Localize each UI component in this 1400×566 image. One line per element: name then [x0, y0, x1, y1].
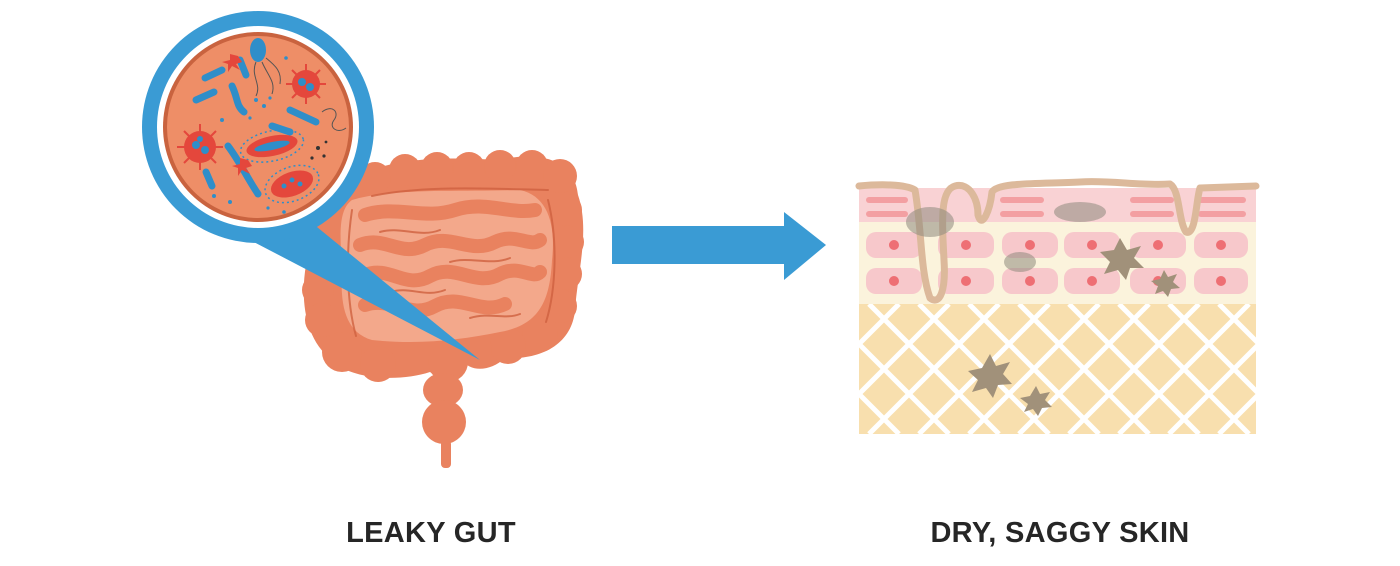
- microbes: [177, 38, 347, 214]
- dry-saggy-skin-caption: DRY, SAGGY SKIN: [930, 517, 1190, 549]
- arrow-right-icon: [612, 212, 826, 280]
- skin-cross-section-illustration: [855, 178, 1260, 434]
- leaky-gut-caption: LEAKY GUT: [346, 517, 516, 549]
- magnifier-circle-icon: [142, 11, 480, 360]
- intestine-illustration: [302, 150, 584, 468]
